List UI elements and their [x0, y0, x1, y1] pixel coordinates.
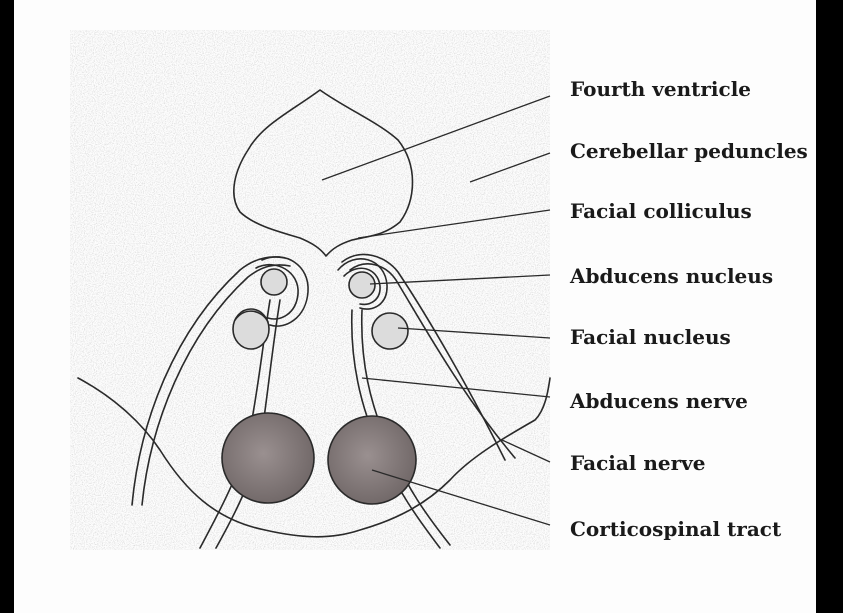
right-facial-nucleus: [372, 313, 408, 349]
right-corticospinal-tract: [328, 416, 416, 504]
label-facial-colliculus: Facial colliculus: [570, 199, 752, 223]
label-facial-nucleus: Facial nucleus: [570, 325, 731, 349]
label-cerebellar-peduncles: Cerebellar peduncles: [570, 139, 808, 163]
left-corticospinal-tract: [222, 413, 314, 503]
right-abducens-nucleus: [349, 272, 375, 298]
frame-right-edge: [816, 0, 843, 613]
label-abducens-nerve: Abducens nerve: [569, 389, 748, 413]
label-corticospinal-tract: Corticospinal tract: [570, 517, 782, 541]
label-facial-nerve: Facial nerve: [570, 451, 706, 475]
label-fourth-ventricle: Fourth ventricle: [570, 77, 751, 101]
left-abducens-nucleus: [261, 269, 287, 295]
label-abducens-nucleus: Abducens nucleus: [569, 264, 773, 288]
